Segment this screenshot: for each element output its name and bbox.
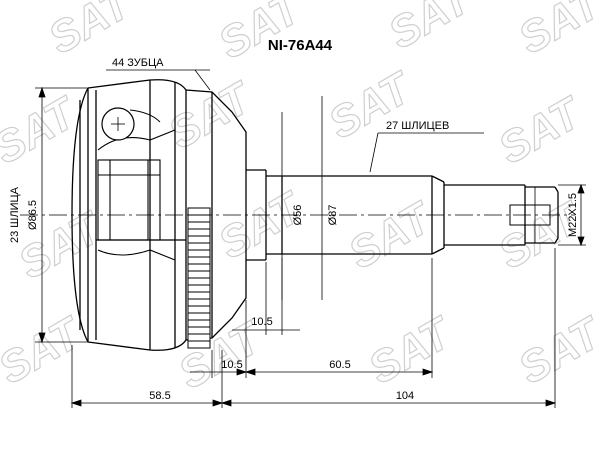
dim-58-5: 58.5 <box>149 390 170 402</box>
diameter-87-label: Ø87 <box>327 205 339 226</box>
watermark-text: SAT <box>341 192 442 278</box>
outer-diameter-label: Ø86.5 <box>27 200 39 230</box>
abs-ring <box>187 207 211 349</box>
dim-60-5: 60.5 <box>329 359 350 371</box>
watermark: SAT SAT SAT SAT SAT SAT SAT SAT SAT SAT … <box>0 0 600 399</box>
watermark-text: SAT <box>0 307 91 393</box>
ball <box>101 107 161 141</box>
inner-race <box>97 129 176 261</box>
watermark-text: SAT <box>381 0 482 59</box>
dimension-lines <box>35 69 586 408</box>
part-number-title: NI-76A44 <box>268 37 333 54</box>
teeth-label: 44 ЗУБЦА <box>112 57 164 69</box>
thread-label: M22X1.5 <box>567 193 579 237</box>
splines-outer-label: 27 ШЛИЦЕВ <box>386 120 449 132</box>
watermark-text: SAT <box>321 62 422 148</box>
watermark-text: SAT <box>491 87 592 173</box>
dim-10-5-lower: 10.5 <box>221 359 242 371</box>
watermark-text: SAT <box>41 0 142 64</box>
dim-10-5-upper: 10.5 <box>251 316 272 328</box>
outer-housing <box>71 79 247 351</box>
watermark-text: SAT <box>511 0 600 64</box>
diameter-56-label: Ø56 <box>292 205 304 226</box>
splines-inner-label: 23 ШЛИЦА <box>9 186 21 243</box>
watermark-text: SAT <box>361 307 462 393</box>
dim-104: 104 <box>396 390 414 402</box>
watermark-text: SAT <box>211 0 312 69</box>
